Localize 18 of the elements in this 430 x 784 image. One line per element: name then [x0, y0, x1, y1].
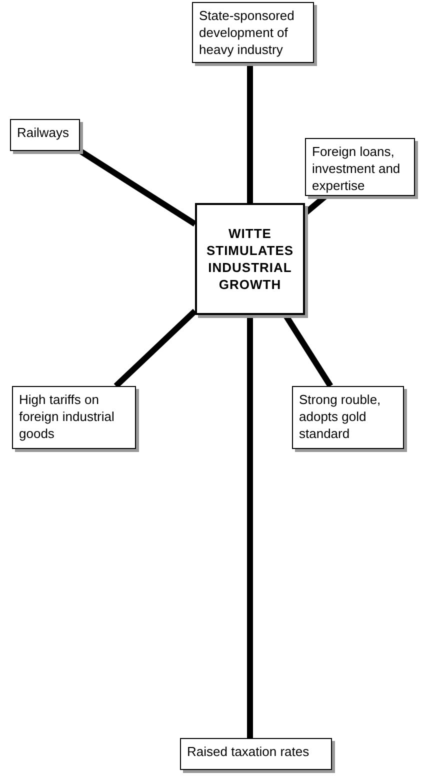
factor-text: Raised taxation rates — [187, 744, 310, 759]
topic-text: WITTE STIMULATES INDUSTRIAL GROWTH — [205, 225, 295, 293]
connector-line — [114, 308, 198, 388]
connector-line — [247, 315, 253, 738]
factor-text: Railways — [17, 125, 70, 140]
factor-text: State-sponsored development of heavy industry — [199, 8, 294, 57]
factor-text: High tariffs on foreign industrial goods — [19, 392, 114, 441]
central-topic-box — [195, 203, 305, 315]
factor-text: Foreign loans, investment and expertise — [312, 144, 400, 193]
connector-line — [247, 63, 253, 203]
factor-box — [192, 2, 314, 63]
factor-box — [180, 738, 332, 770]
factor-box — [10, 119, 80, 151]
factor-box — [12, 386, 136, 449]
factor-box — [292, 386, 404, 449]
factor-text: Strong rouble, adopts gold standard — [299, 392, 381, 441]
factor-box — [305, 138, 415, 196]
connector-line — [78, 148, 197, 227]
